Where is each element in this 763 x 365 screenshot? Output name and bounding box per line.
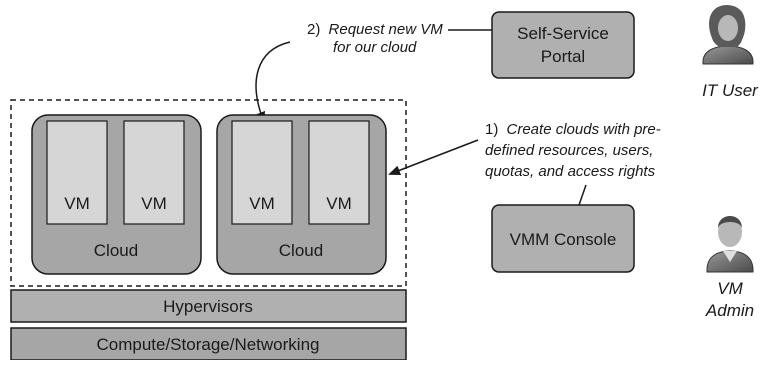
- it-user-person-icon: [702, 4, 754, 65]
- portal-label-line2: Portal: [541, 47, 585, 66]
- cloud-1-label: Cloud: [94, 241, 138, 260]
- cloud-1-vm-1-label: VM: [64, 194, 90, 213]
- cloud-2: VM VM Cloud: [216, 114, 387, 275]
- cloud-2-label: Cloud: [279, 241, 323, 260]
- cloud-1: VM VM Cloud: [31, 114, 202, 275]
- cloud-2-vm-1-label: VM: [249, 194, 275, 213]
- cloud-2-vm-2-label: VM: [326, 194, 352, 213]
- step1-number: 1): [485, 121, 498, 138]
- svg-text:2) Request new VM: 2) Request new VM: [307, 21, 443, 38]
- cloud-2-vm-2: [308, 120, 370, 225]
- vmm-console-box: VMM Console: [491, 204, 635, 273]
- step1-annotation: 1) Create clouds with pre- defined resou…: [485, 121, 661, 180]
- cloud-1-vm-2: [123, 120, 185, 225]
- vm-admin-person-icon: [706, 216, 754, 273]
- step1-line3: quotas, and access rights: [485, 163, 656, 180]
- cloud-1-vm-2-label: VM: [141, 194, 167, 213]
- request-vm-arrow: [255, 41, 291, 124]
- hypervisors-label: Hypervisors: [163, 297, 253, 316]
- step2-annotation: 2) Request new VM for our cloud: [307, 21, 443, 56]
- portal-label-line1: Self-Service: [517, 24, 609, 43]
- step2-line2: for our cloud: [333, 39, 417, 56]
- infrastructure-label: Compute/Storage/Networking: [96, 335, 319, 354]
- hypervisors-layer: Hypervisors: [10, 289, 407, 323]
- create-clouds-arrow: [388, 139, 479, 176]
- console-connector-line: [578, 184, 587, 206]
- step1-line1: Create clouds with pre-: [507, 121, 661, 138]
- self-service-portal-box: Self-Service Portal: [491, 11, 635, 79]
- vm-admin-label-line2: Admin: [705, 301, 754, 320]
- cloud-1-vm-1: [46, 120, 108, 225]
- step2-line1: Request new VM: [329, 21, 444, 38]
- step1-line2: defined resources, users,: [485, 142, 653, 159]
- infrastructure-layer: Compute/Storage/Networking: [10, 327, 407, 361]
- cloud-2-vm-1: [231, 120, 293, 225]
- cloud-region-boundary: [10, 99, 407, 287]
- svg-text:1) Create clouds with pr: 1) Create clouds with pre-: [485, 121, 661, 138]
- it-user-label: IT User: [702, 81, 759, 100]
- vmm-console-label: VMM Console: [510, 230, 617, 249]
- step2-number: 2): [307, 21, 320, 38]
- vm-admin-label-line1: VM: [717, 279, 743, 298]
